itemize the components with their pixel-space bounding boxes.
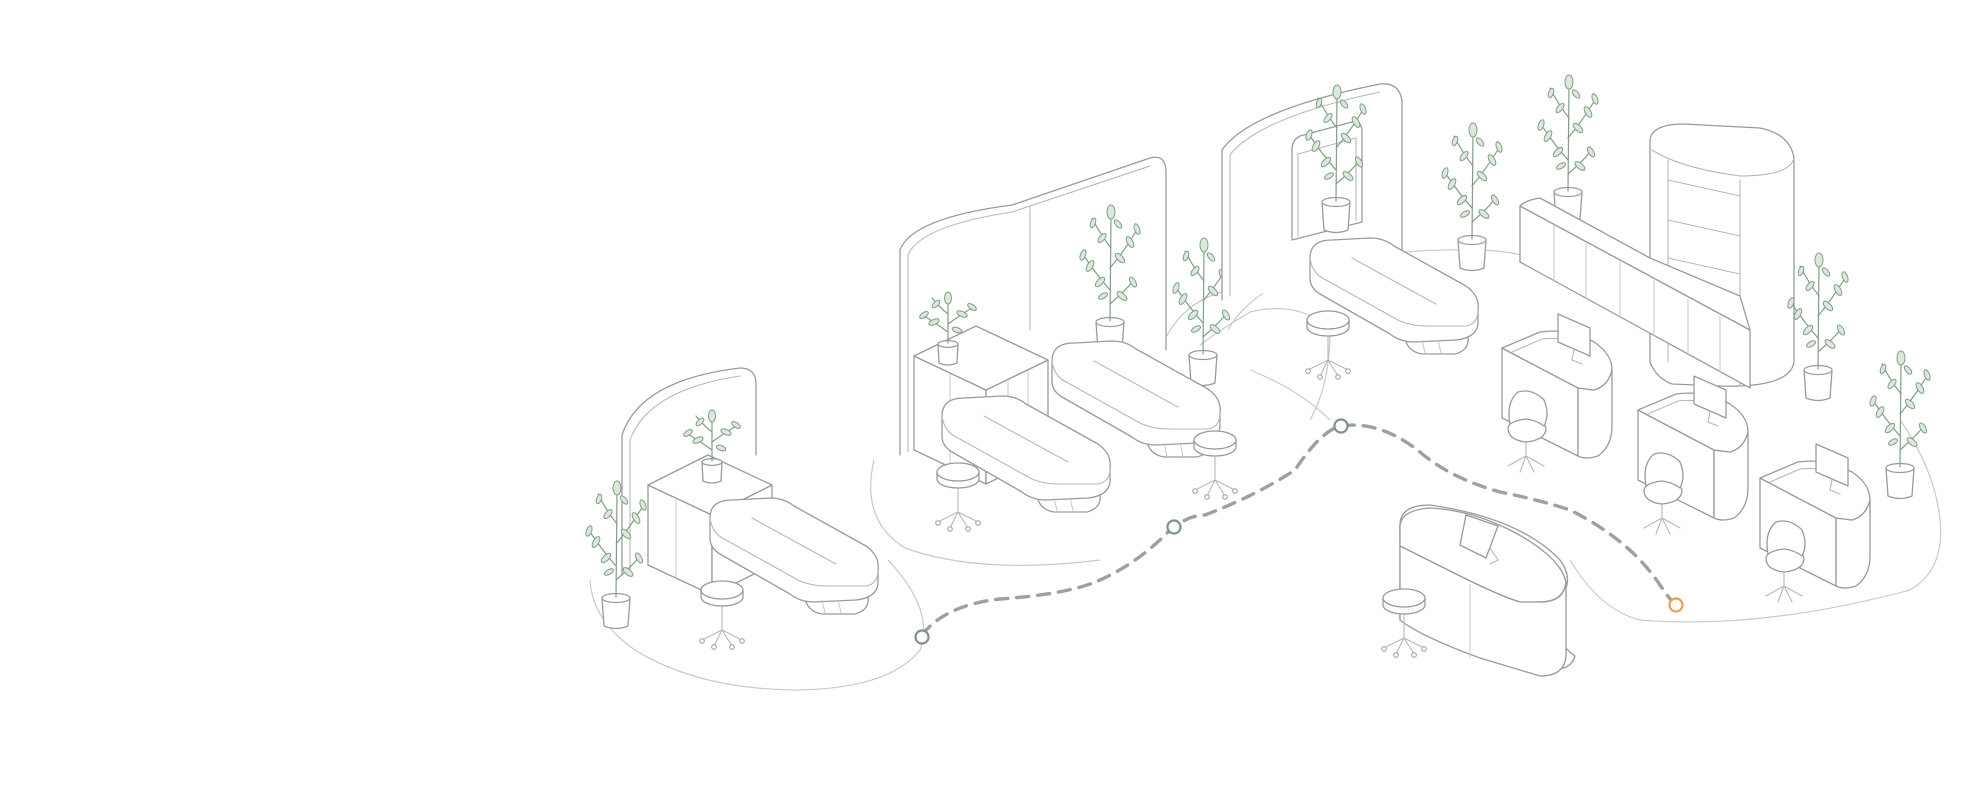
floor-outline-room-3 [1199, 307, 1331, 421]
office-desk-icon-2 [1637, 375, 1749, 535]
office-plant-icon-4 [1868, 350, 1932, 500]
office-desk-icon-1 [1501, 313, 1613, 473]
floor-outline-room-2 [870, 459, 1101, 566]
office-desk-icon-3 [1759, 443, 1871, 603]
room-1-stool-icon [699, 580, 745, 650]
room-2-treatment-table-icon-1 [941, 395, 1111, 513]
floor-outline-room-6 [1249, 369, 1331, 421]
route-stop-1-icon[interactable] [914, 629, 930, 645]
room-2-stool-icon-2 [1192, 430, 1238, 500]
office-low-cabinet [1519, 197, 1751, 389]
office-plant-icon-2 [1536, 74, 1600, 224]
reception-desk-icon [1399, 504, 1576, 677]
route-stop-current-icon[interactable] [1668, 597, 1684, 613]
route-stop-3-icon[interactable] [1333, 418, 1349, 434]
floor-outline-room-1 [589, 559, 925, 691]
office-plant-icon-1 [1440, 122, 1504, 272]
room-3-stool-icon [1305, 310, 1351, 380]
journey-route [920, 423, 1678, 637]
room-2-stool-icon-1 [935, 462, 981, 532]
office-plant-icon-3 [1786, 252, 1850, 402]
route-stop-2-icon[interactable] [1166, 519, 1182, 535]
room-3-treatment-table-icon [1309, 237, 1479, 355]
